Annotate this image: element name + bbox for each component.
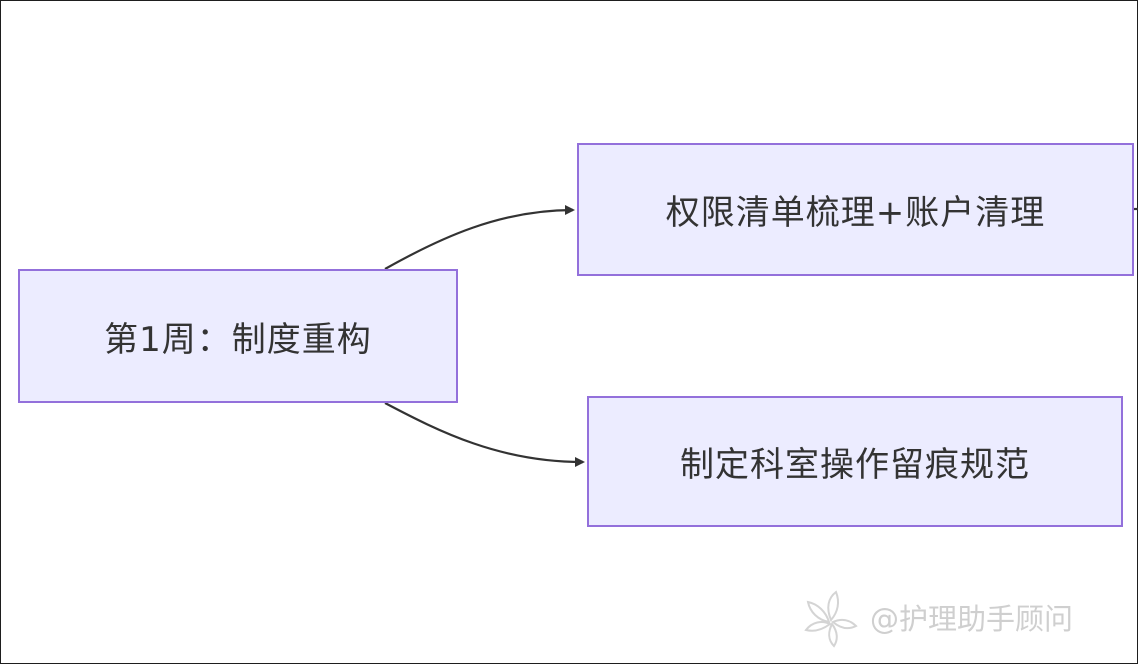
node-week1-policy-restructure[interactable]: 第1周：制度重构: [18, 269, 458, 403]
node-label: 制定科室操作留痕规范: [680, 445, 1030, 485]
watermark-text: @护理助手顾问: [870, 602, 1074, 636]
node-permission-list-account-cleanup[interactable]: 权限清单梳理+账户清理: [577, 143, 1134, 276]
node-label: 第1周：制度重构: [104, 319, 372, 360]
node-label: 权限清单梳理+账户清理: [665, 193, 1046, 233]
watermark: @护理助手顾问: [800, 586, 1073, 648]
node-operation-trace-standard[interactable]: 制定科室操作留痕规范: [587, 396, 1123, 527]
leaf-logo-icon: [804, 590, 858, 648]
